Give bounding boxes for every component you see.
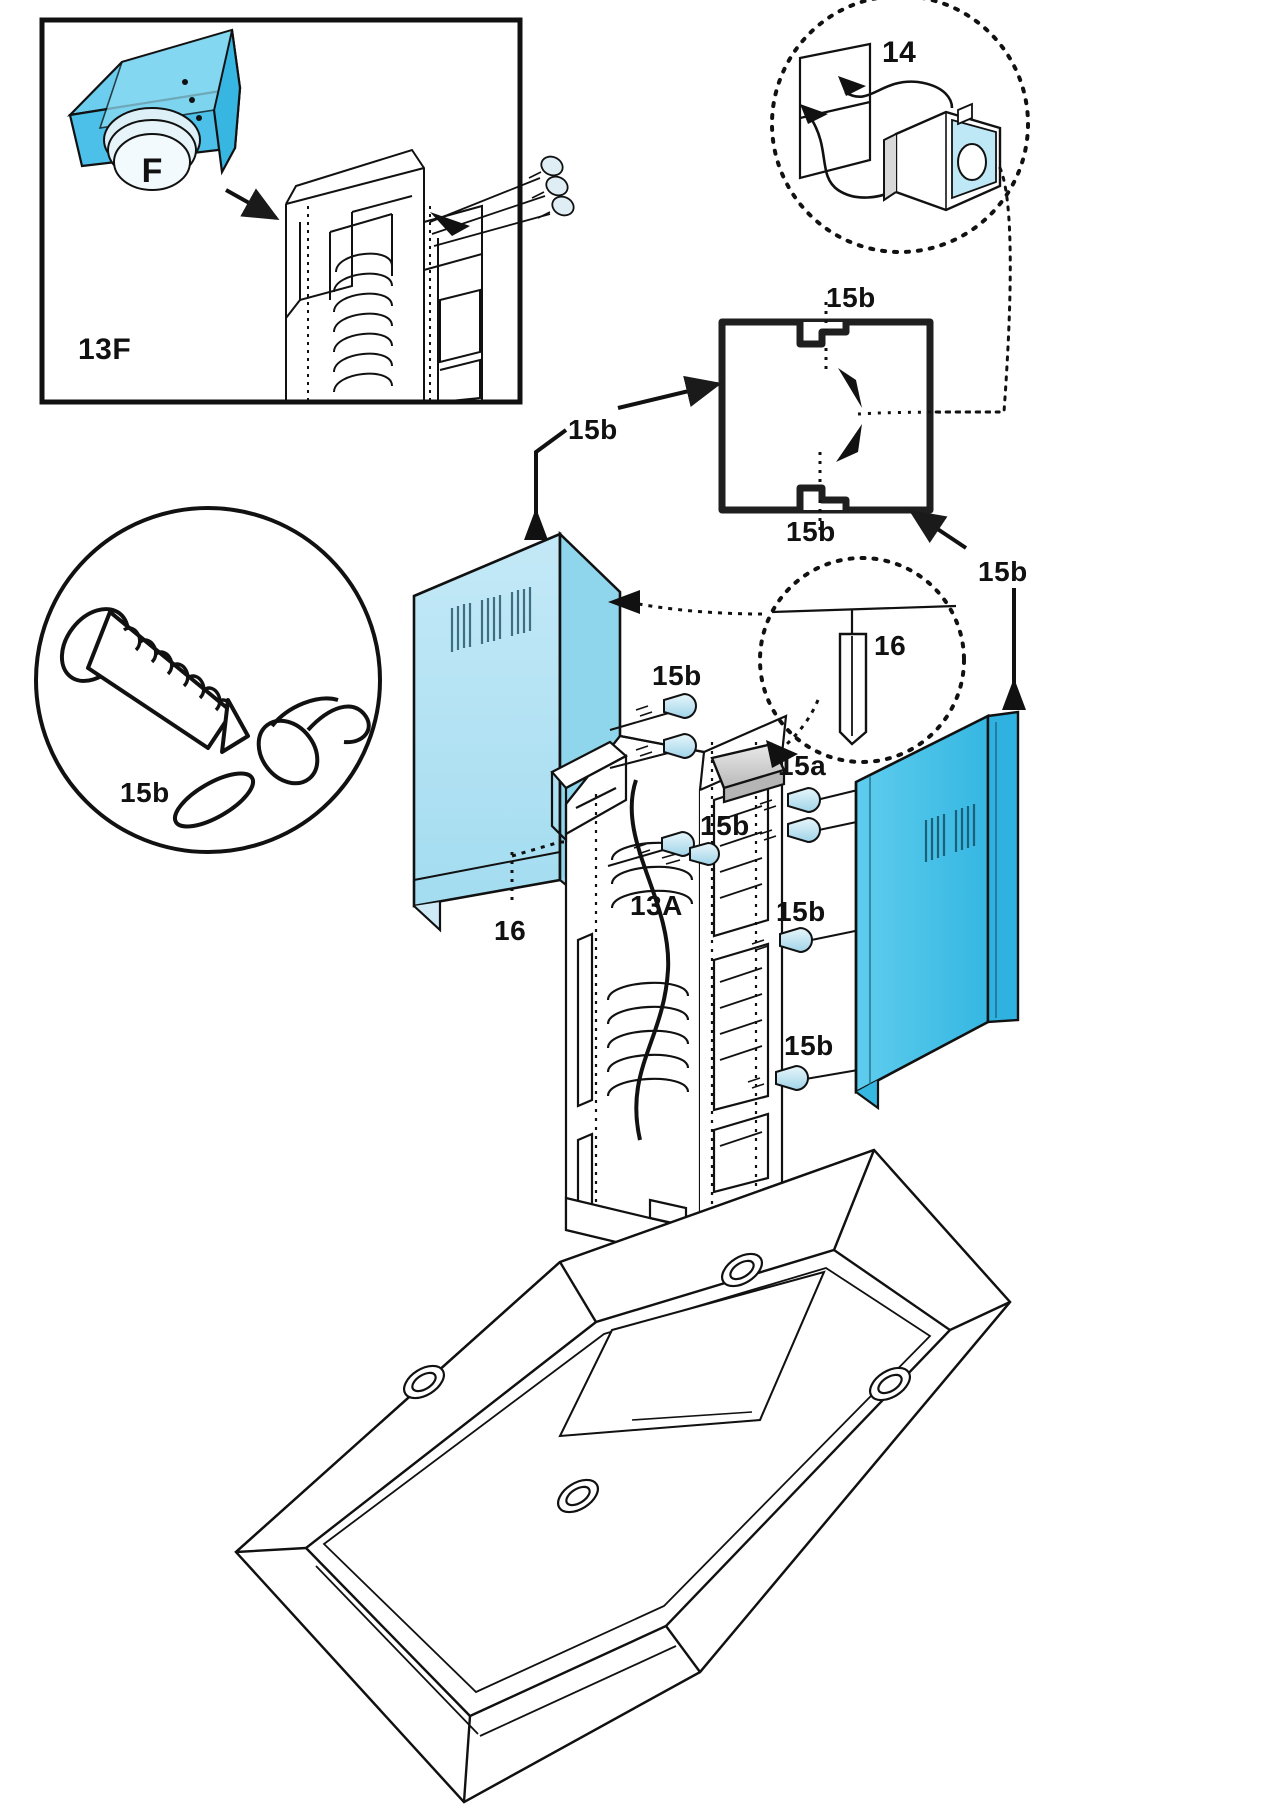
vent-slots (450, 587, 532, 652)
label-15b-right-lower: 15b (784, 1030, 834, 1061)
callout-14-circle (770, 0, 1030, 254)
label-13f: 13F (78, 333, 132, 366)
screw-illustration (59, 607, 250, 754)
label-15a: 15a (778, 750, 827, 781)
inner-frame-13a (550, 714, 788, 1264)
clip-illustration (172, 696, 371, 829)
screws-left-column (607, 692, 697, 867)
label-16-circle: 16 (874, 630, 907, 661)
label-16-panel: 16 (494, 915, 527, 946)
label-15b-bracket-bottom: 15b (786, 516, 836, 547)
label-14: 14 (882, 36, 917, 69)
blower-unit-f: F (66, 28, 242, 191)
junction-box-14 (883, 102, 1002, 212)
label-15b-right-mid: 15b (776, 896, 826, 927)
label-15b-screws-left: 15b (652, 660, 702, 691)
label-15b-circle: 15b (120, 777, 170, 808)
label-15b-mid: 15b (700, 810, 750, 841)
label-13a: 13A (630, 890, 683, 921)
tab-16-detail (838, 632, 868, 746)
bracket-tab-15a (710, 742, 786, 804)
inset-screws (429, 155, 575, 247)
chimney-panel-lower-right (854, 710, 1020, 1111)
callout-16-circle (758, 556, 966, 764)
label-15b-bracket-top: 15b (826, 282, 876, 313)
hood-canopy (234, 1148, 1012, 1804)
screws-right-column (661, 786, 867, 1092)
bracket-dotted-guides (818, 302, 828, 536)
inset-chimney-frame (285, 148, 483, 403)
vent-slots-right (924, 804, 976, 862)
callout-15b-circle (34, 506, 382, 854)
label-15b-left-arrow: 15b (568, 414, 618, 445)
label-15b-right-upper: 15b (978, 556, 1028, 587)
svg-text:F: F (142, 152, 163, 190)
inset-13f-frame (39, 17, 523, 405)
